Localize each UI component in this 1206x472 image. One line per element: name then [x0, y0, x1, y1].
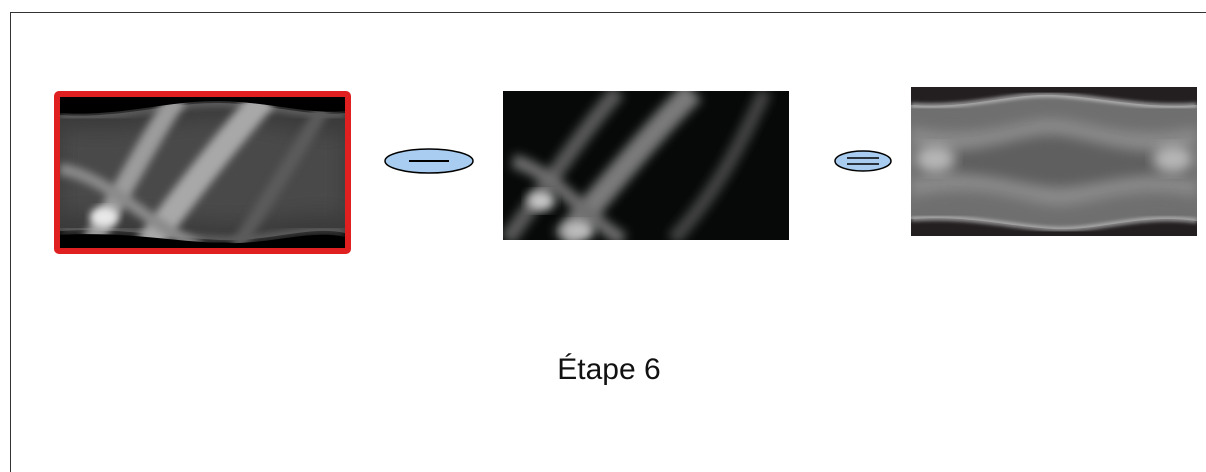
sinogram-highlighted-image — [60, 97, 345, 248]
sinogram-difference-image — [503, 91, 789, 240]
equals-operator — [817, 146, 909, 176]
sinogram-difference — [503, 91, 789, 240]
step-caption: Étape 6 — [557, 353, 661, 386]
minus-icon — [384, 148, 474, 174]
equals-icon — [834, 150, 892, 172]
sinogram-highlighted — [54, 91, 351, 254]
minus-operator — [383, 146, 475, 176]
slide: Étape 6 — [10, 12, 1206, 472]
sinogram-residual-image — [911, 87, 1197, 236]
sinogram-residual — [911, 87, 1197, 236]
